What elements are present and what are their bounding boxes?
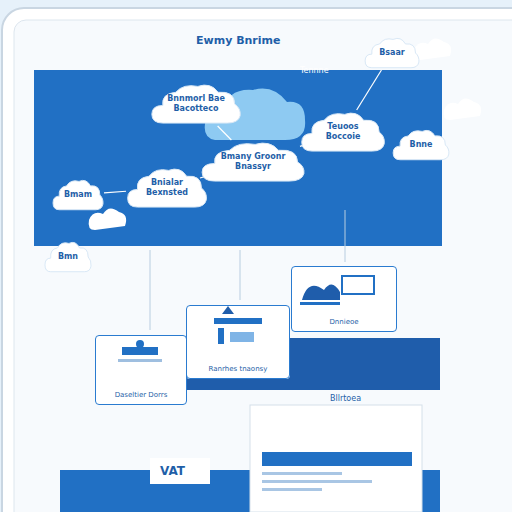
- cloud-node: Bnnmorl Bae Bacotteco: [150, 82, 242, 126]
- small-cloud: [414, 38, 452, 60]
- node-text: Dnnieoe: [296, 318, 392, 327]
- diagram-title: Ewmy Bnrime: [196, 34, 280, 47]
- cloud-node: Bnialar Bexnsted: [126, 166, 208, 210]
- document-bar: [262, 452, 412, 466]
- node-text: Daseltier Dorrs: [100, 391, 182, 400]
- cloud-node: Bmn: [44, 240, 92, 274]
- node-text: Bnialar Bexnsted: [135, 178, 199, 198]
- annotation-label: VAT: [160, 464, 185, 478]
- blue-banner: [34, 70, 442, 246]
- cloud-node: Bnne: [392, 128, 450, 162]
- guide-line: [345, 210, 346, 262]
- guide-line: [240, 250, 241, 300]
- cloud-node: Bmany Groonr Bnassyr: [200, 140, 306, 184]
- cloud-node: Bsaar: [364, 36, 420, 70]
- annotation-label: Tennne: [300, 66, 329, 75]
- document-line: [262, 480, 372, 483]
- node-text: Teuoos Boccoie: [309, 122, 377, 142]
- node-text: Bmany Groonr Bnassyr: [209, 152, 297, 172]
- document-line: [262, 472, 342, 475]
- card-fill: [291, 266, 397, 332]
- node-text: Bsaar: [373, 48, 411, 58]
- tablet-screen: [14, 20, 512, 512]
- process-card: Ranrhes tnaonsy: [186, 305, 290, 379]
- label-patch: [150, 458, 210, 484]
- node-text: Bmn: [53, 252, 83, 262]
- card-icon: [300, 276, 374, 305]
- card-fill: [95, 335, 187, 405]
- small-cloud: [89, 208, 127, 230]
- cloud-node: Bmam: [52, 178, 104, 212]
- node-text: Bnnmorl Bae Bacotteco: [159, 94, 233, 114]
- node-text: Ranrhes tnaonsy: [191, 365, 285, 374]
- annotation-label: Bllrtoea: [330, 394, 361, 403]
- connector-line: [104, 191, 126, 193]
- process-card: Dnnieoe: [291, 266, 397, 332]
- card-icon: [118, 340, 162, 362]
- card-fill: [186, 305, 290, 379]
- node-text: Bnne: [401, 140, 441, 150]
- card-icon: [214, 306, 262, 344]
- node-text: Bmam: [61, 190, 95, 200]
- guide-line: [150, 250, 151, 330]
- cloud-node: Teuoos Boccoie: [300, 110, 386, 154]
- document-panel: [250, 405, 422, 512]
- connector-line: [218, 126, 232, 140]
- small-cloud: [444, 98, 482, 120]
- document-line: [262, 488, 322, 491]
- connector-line: [357, 70, 382, 110]
- process-card: Daseltier Dorrs: [95, 335, 187, 405]
